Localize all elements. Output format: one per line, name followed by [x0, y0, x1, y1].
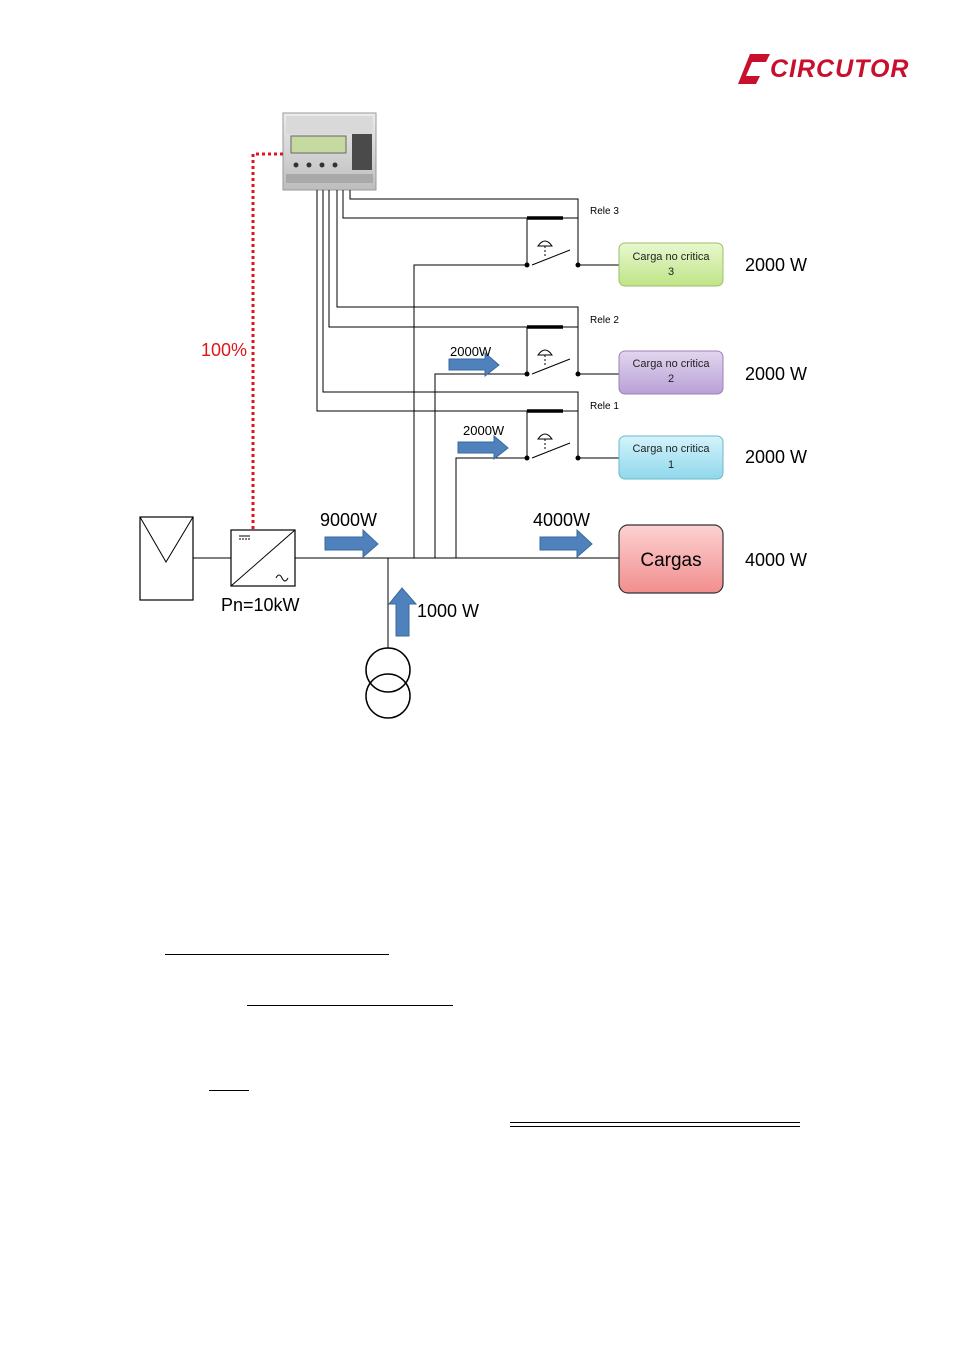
load-box-2: Carga no critica 2 [618, 350, 724, 395]
underline-rule-3 [209, 1090, 249, 1091]
control-percent-label: 100% [201, 340, 247, 360]
controller-device [282, 112, 377, 191]
relay-3-label: Rele 3 [590, 206, 619, 217]
load-box-3: Carga no critica 3 [618, 242, 724, 287]
to-loads-label: 4000W [533, 510, 590, 530]
load-2-power: 2000 W [745, 364, 807, 384]
grid-import-label: 1000 W [417, 601, 479, 621]
solar-panel-icon [139, 516, 194, 601]
logo-text: CIRCUTOR [770, 55, 909, 83]
underline-rule-1 [165, 954, 389, 955]
relay-1-label: Rele 1 [590, 401, 619, 412]
main-load-power: 4000 W [745, 550, 807, 570]
load-box-1: Carga no critica 1 [618, 435, 724, 480]
power-feed-wires [193, 264, 619, 648]
arrow-to-relay1-icon [457, 434, 509, 461]
underline-rule-2 [247, 1005, 453, 1006]
underline-rule-4a [510, 1122, 800, 1123]
circutor-logo: CIRCUTOR [738, 54, 909, 84]
controller-display [290, 135, 347, 154]
flow-arrows [324, 351, 593, 637]
logo-mark-icon [738, 54, 770, 84]
to-relay2-label: 2000W [450, 344, 492, 359]
load-3-line2: 3 [668, 266, 674, 278]
load-1-power: 2000 W [745, 447, 807, 467]
relay-control-wires [316, 190, 579, 412]
control-signal-line [251, 152, 283, 530]
load-1-line1: Carga no critica [632, 443, 710, 455]
inverter-icon [230, 529, 296, 587]
load-1-line2: 1 [668, 459, 674, 471]
arrow-to-loads-icon [539, 528, 593, 559]
arrow-to-relay2-icon [448, 351, 500, 378]
arrow-inverter-output-icon [324, 528, 379, 559]
relay-1: Rele 1 [524, 401, 619, 461]
load-2-line2: 2 [668, 373, 674, 385]
underline-rule-4b [510, 1126, 800, 1127]
inverter-output-label: 9000W [320, 510, 377, 530]
load-3-line1: Carga no critica [632, 251, 710, 263]
load-box-main: Cargas [618, 524, 724, 594]
inverter-power-label: Pn=10kW [221, 595, 300, 615]
load-2-line1: Carga no critica [632, 358, 710, 370]
relay-3: Rele 3 [524, 206, 619, 268]
arrow-grid-import-icon [387, 587, 418, 637]
to-relay1-label: 2000W [463, 423, 505, 438]
relay-2: Rele 2 [524, 315, 619, 377]
load-3-power: 2000 W [745, 255, 807, 275]
relay-2-label: Rele 2 [590, 315, 619, 326]
transformer-icon [365, 647, 411, 719]
main-load-label: Cargas [640, 550, 701, 571]
